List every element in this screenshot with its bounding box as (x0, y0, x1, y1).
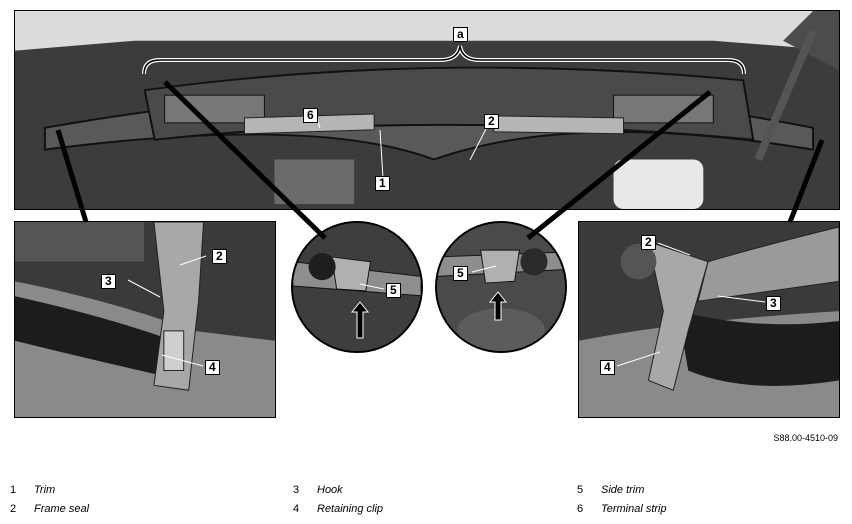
callout-6-main: 6 (303, 108, 318, 123)
legend-item-5: 5 Side trim (577, 484, 644, 496)
left-clip-illustration (293, 223, 421, 351)
legend-label: Retaining clip (317, 503, 384, 515)
legend-num: 5 (577, 484, 584, 496)
callout-2-right: 2 (641, 235, 656, 250)
callout-5-circle-right: 5 (453, 266, 468, 281)
legend-label: Frame seal (34, 503, 90, 515)
callout-5-circle-left: 5 (386, 283, 401, 298)
main-photo (14, 10, 840, 210)
legend-num: 3 (293, 484, 300, 496)
legend-label: Side trim (601, 484, 645, 496)
legend-item-4: 4 Retaining clip (293, 503, 383, 515)
legend-num: 1 (10, 484, 17, 496)
legend-num: 2 (10, 503, 17, 515)
callout-a: a (453, 27, 468, 42)
legend-label: Hook (317, 484, 343, 496)
legend-num: 6 (577, 503, 584, 515)
detail-circle-left (291, 221, 423, 353)
figure-reference: S88.00-4510-09 (773, 433, 838, 443)
detail-photo-left (14, 221, 276, 418)
engine-bay-illustration (15, 11, 839, 209)
callout-2-left: 2 (212, 249, 227, 264)
callout-2-main: 2 (484, 114, 499, 129)
right-seal-illustration (579, 222, 839, 417)
legend-label: Trim (34, 484, 56, 496)
callout-3-left: 3 (101, 274, 116, 289)
right-clip-illustration (437, 223, 565, 351)
legend-label: Terminal strip (601, 503, 667, 515)
legend-num: 4 (293, 503, 300, 515)
legend-item-2: 2 Frame seal (10, 503, 89, 515)
detail-circle-right (435, 221, 567, 353)
callout-3-right: 3 (766, 296, 781, 311)
callout-4-right: 4 (600, 360, 615, 375)
detail-photo-right (578, 221, 840, 418)
legend-item-1: 1 Trim (10, 484, 55, 496)
legend-item-6: 6 Terminal strip (577, 503, 667, 515)
callout-4-left: 4 (205, 360, 220, 375)
legend-item-3: 3 Hook (293, 484, 343, 496)
left-seal-illustration (15, 222, 275, 417)
callout-1-main: 1 (375, 176, 390, 191)
